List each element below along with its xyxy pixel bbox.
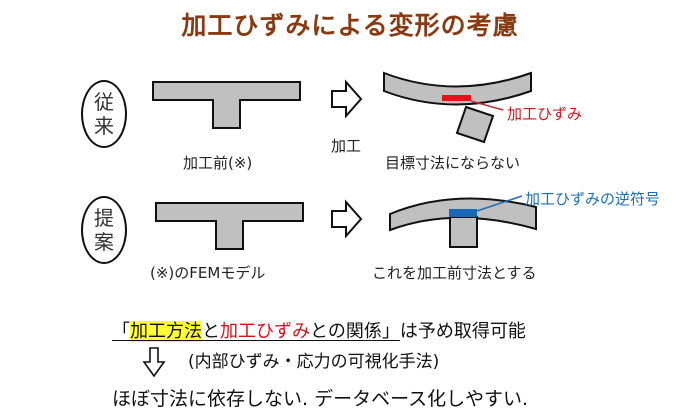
after-label: 目標寸法にならない xyxy=(385,154,521,172)
pre-machining-dim-label: これを加工前寸法とする xyxy=(372,264,537,282)
strain-label: 加工ひずみ xyxy=(507,105,583,123)
conclusion-text: ほぼ寸法に依存しない. データベース化しやすい. xyxy=(112,388,528,410)
strain-marker-blue xyxy=(449,209,477,217)
before-label: 加工前(※) xyxy=(183,154,253,172)
process-arrow-icon-2 xyxy=(331,199,363,239)
obtainable-text: は予め取得可能 xyxy=(399,321,526,342)
bent-beam-conventional xyxy=(383,71,532,106)
fem-model-label: (※)のFEMモデル xyxy=(150,264,266,282)
badge-char: 案 xyxy=(94,230,114,254)
machining-method-highlight: 加工方法 xyxy=(130,321,202,342)
machining-strain-text: 加工ひずみ xyxy=(220,321,310,342)
down-arrow-icon xyxy=(142,347,166,378)
detached-web xyxy=(455,105,495,144)
relationship-underlined: 「加工方法と加工ひずみとの関係」 xyxy=(112,321,400,342)
badge-proposed: 提 案 xyxy=(81,196,127,264)
visualization-note: (内部ひずみ・応力の可視化手法) xyxy=(188,352,440,372)
badge-char: 提 xyxy=(94,206,114,230)
badge-conventional: 従 来 xyxy=(81,80,127,148)
badge-char: 来 xyxy=(94,114,114,138)
strain-marker-red xyxy=(442,95,471,101)
t-beam-before-conventional xyxy=(152,81,301,129)
process-arrow-icon xyxy=(331,79,363,119)
reverse-strain-label: 加工ひずみの逆符号 xyxy=(525,190,661,208)
badge-char: 従 xyxy=(94,90,114,114)
t-beam-fem-model xyxy=(155,202,304,250)
relationship-statement: 「加工方法と加工ひずみとの関係」は予め取得可能 xyxy=(112,317,526,343)
web-proposed xyxy=(449,216,478,248)
arrow-label: 加工 xyxy=(331,137,362,155)
page-title: 加工ひずみによる変形の考慮 xyxy=(181,11,519,40)
